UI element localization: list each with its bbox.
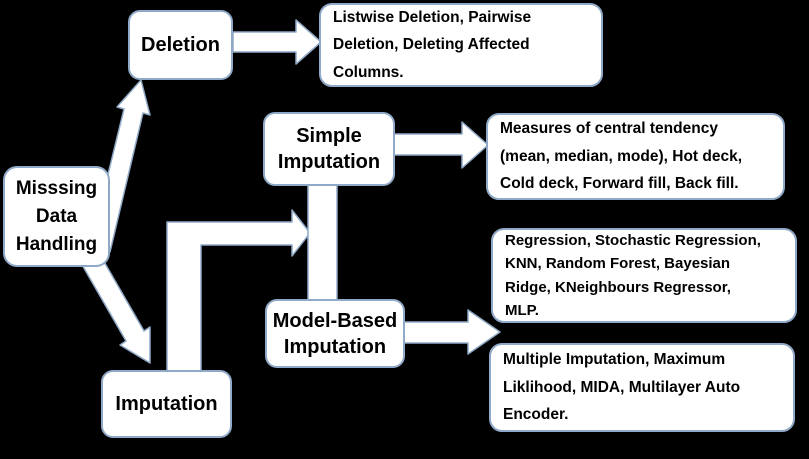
node-simple-imputation: Simple Imputation [263, 112, 395, 186]
leaf-text-line: Deletion, Deleting Affected [333, 36, 530, 54]
leaf-text-line: KNN, Random Forest, Bayesian [505, 255, 731, 272]
leaf-text-line: Ridge, KNeighbours Regressor, [505, 278, 731, 296]
node-label: Deletion [141, 34, 220, 56]
leaf-text-line: Measures of central tendency [500, 120, 718, 138]
node-model-based-imputation: Model-Based Imputation [265, 299, 405, 368]
leaf-text-line: Columns. [333, 63, 404, 81]
node-label-line: Handling [15, 233, 98, 255]
leaf-text-line: Regression, Stochastic Regression, [505, 231, 761, 249]
arrow-model-to-methods [403, 309, 501, 355]
node-label-line: Simple [296, 125, 362, 147]
leaf-simple-imputation-methods: Measures of central tendency (mean, medi… [486, 113, 785, 200]
node-label-line: Imputation [277, 151, 381, 173]
arrow-root-to-imputation [80, 252, 151, 364]
arrow-deletion-to-methods [232, 19, 322, 65]
leaf-text-line: MLP. [505, 302, 539, 319]
node-label: Imputation [115, 393, 218, 415]
leaf-multiple-imputation-methods: Multiple Imputation, Maximum Liklihood, … [489, 343, 795, 432]
node-label-line: Data [35, 205, 78, 227]
leaf-model-based-methods: Regression, Stochastic Regression, KNN, … [491, 228, 797, 323]
node-label-line: Misssing [15, 177, 98, 199]
node-deletion: Deletion [128, 10, 233, 80]
arrow-simple-to-methods [393, 121, 489, 169]
leaf-text-line: (mean, median, mode), Hot deck, [500, 147, 743, 165]
leaf-text-line: Multiple Imputation, Maximum [503, 351, 726, 369]
connector-simple-to-model [307, 182, 338, 303]
leaf-deletion-methods: Listwise Deletion, Pairwise Deletion, De… [319, 3, 603, 87]
leaf-text-line: Liklihood, MIDA, Multilayer Auto [503, 378, 741, 396]
leaf-text-line: Cold deck, Forward fill, Back fill. [500, 175, 739, 193]
node-label-line: Imputation [283, 335, 387, 358]
node-imputation: Imputation [101, 370, 232, 438]
arrow-imputation-to-branches [166, 209, 311, 373]
leaf-text-line: Encoder. [503, 406, 569, 424]
node-missing-data-handling: Misssing Data Handling [3, 166, 110, 267]
node-label-line: Model-Based [272, 309, 398, 332]
leaf-text-line: Listwise Deletion, Pairwise [333, 8, 532, 26]
